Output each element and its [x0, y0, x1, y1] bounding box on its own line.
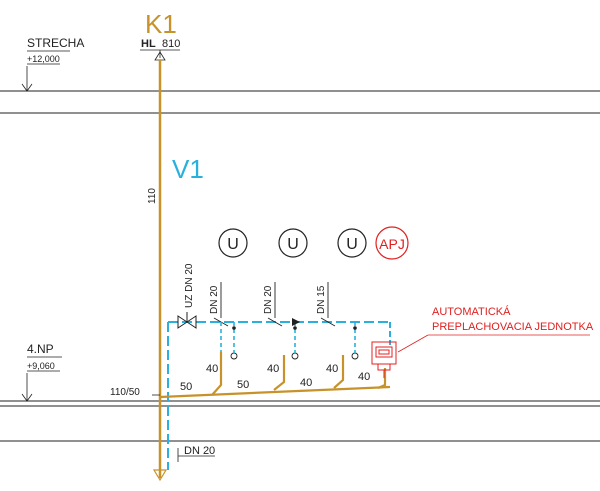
apj-note-line1: AUTOMATICKÁ	[432, 305, 511, 318]
level-name: STRECHA	[27, 36, 84, 50]
supply-dim-3: DN 15	[316, 285, 327, 314]
level-name: 4.NP	[27, 342, 54, 356]
water-bottom-dim: DN 20	[184, 445, 215, 457]
drain-dim-3: 40	[326, 363, 338, 375]
hl-prefix: HL	[141, 38, 156, 50]
branch-dim: 110/50	[110, 387, 140, 398]
fixture-symbols: U U U APJ	[218, 226, 409, 260]
fixture-symbol-u: U	[287, 236, 299, 253]
junction-dot	[232, 326, 236, 330]
segment-dim-1: 50	[180, 381, 192, 393]
drain-dim-1: 40	[206, 363, 218, 375]
level-marker-4np: 4.NP +9,060	[21, 342, 62, 402]
level-elevation: +12,000	[27, 54, 60, 64]
pipe-dim-110: 110	[147, 188, 158, 204]
water-riser-v1: V1 DN 20	[167, 154, 391, 470]
hl-value: 810	[162, 38, 180, 50]
drain-dim-2: 40	[267, 363, 279, 375]
drain-dim-4: 40	[358, 371, 370, 383]
level-elevation: +9,060	[27, 361, 55, 371]
shutoff-valve: UZ DN 20	[177, 263, 197, 329]
fixture-supplies	[213, 282, 359, 360]
junction-dot	[353, 326, 357, 330]
riser-name-k1: K1	[145, 9, 177, 39]
fixture-symbol-u: U	[346, 236, 358, 253]
fixture-symbol-apj: APJ	[379, 236, 405, 252]
drain-branches	[159, 352, 391, 399]
supply-dim-2: DN 20	[263, 285, 274, 314]
waste-riser-k1: K1 HL 810 110 110/50	[110, 9, 180, 482]
apj-unit-icon	[371, 341, 397, 378]
supply-dim-1: DN 20	[209, 285, 220, 314]
level-marker-strecha: STRECHA +12,000	[21, 36, 84, 92]
floor-slab-lines	[0, 90, 600, 442]
riser-name-v1: V1	[172, 154, 204, 184]
valve-label: UZ DN 20	[184, 263, 195, 308]
apj-note-line2: PREPLACHOVACIA JEDNOTKA	[432, 321, 594, 333]
apj-note: AUTOMATICKÁ PREPLACHOVACIA JEDNOTKA	[397, 305, 594, 353]
segment-dim-3: 40	[300, 377, 312, 389]
segment-dim-2: 50	[237, 379, 249, 391]
junction-dot	[293, 326, 297, 330]
fixture-symbol-u: U	[227, 236, 239, 253]
